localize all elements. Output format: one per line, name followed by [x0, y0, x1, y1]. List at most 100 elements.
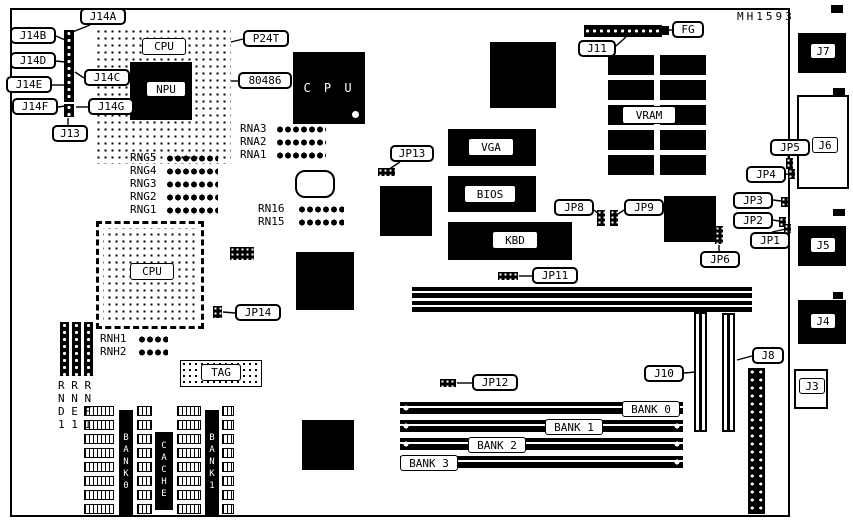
cache-chip — [222, 504, 234, 514]
jp4-callout: JP4 — [746, 166, 786, 183]
bios-label: BIOS — [464, 185, 516, 203]
rnf1-strip — [84, 322, 93, 376]
jp1-jumper — [784, 224, 791, 233]
j14c-callout: J14C — [84, 69, 130, 86]
rn15-text: RN15 — [258, 215, 285, 228]
jp3-jumper — [781, 197, 788, 207]
cache-chip — [137, 490, 152, 500]
cache-chip — [137, 476, 152, 486]
edge-tab-2 — [833, 88, 845, 95]
j11-callout: J11 — [578, 40, 616, 57]
cache-chip — [177, 504, 201, 514]
cache-chip — [222, 476, 234, 486]
kbd-label: KBD — [492, 231, 538, 249]
isa-slot-2 — [412, 301, 752, 312]
crystal — [295, 170, 335, 198]
cache-chip — [177, 490, 201, 500]
vram-chip — [608, 155, 654, 175]
rnd-row3-text: D E F — [58, 405, 92, 418]
qfp-right-chip — [664, 196, 716, 242]
cache-chip — [84, 504, 114, 514]
cache-chip — [222, 420, 234, 430]
j14e-callout: J14E — [6, 76, 52, 93]
cache-chip — [84, 476, 114, 486]
bank3-label: BANK 3 — [400, 455, 458, 471]
bank1-bar: BANK1 — [205, 410, 219, 516]
cpu-socket-label: CPU — [142, 38, 186, 55]
rnd-row4-text: 1 1 1 — [58, 418, 92, 431]
jp13-callout: JP13 — [390, 145, 434, 162]
jp11-callout: JP11 — [532, 267, 578, 284]
edge-tab-1 — [831, 5, 843, 13]
jp5-callout: JP5 — [770, 139, 810, 156]
rna3-network — [276, 125, 326, 134]
i80486-callout: 80486 — [238, 72, 292, 89]
slot-j8 — [722, 313, 735, 432]
cache-chip — [222, 462, 234, 472]
jp9-jumper — [610, 210, 618, 226]
rnh1-text: RNH1 — [100, 332, 127, 345]
rng5-network — [166, 154, 218, 163]
qfp-top-chip — [490, 42, 556, 108]
rna1-text: RNA1 — [240, 148, 267, 161]
small-part-1 — [230, 247, 254, 260]
j14b-callout: J14B — [10, 27, 56, 44]
j14-pin-strip — [64, 30, 74, 102]
jp14-jumper — [213, 306, 222, 318]
rng3-text: RNG3 — [130, 177, 157, 190]
rng4-text: RNG4 — [130, 164, 157, 177]
jp2-callout: JP2 — [733, 212, 773, 229]
rnh1-network — [138, 335, 168, 344]
jp5-jumper — [786, 158, 793, 169]
cpu-qfp-label: CPU — [130, 263, 174, 280]
fg-callout: FG — [672, 21, 704, 38]
j6-label: J6 — [812, 137, 838, 153]
j11-strip — [584, 25, 662, 37]
j5-label: J5 — [810, 237, 836, 253]
cache-chip — [137, 406, 152, 416]
cache-chip — [222, 490, 234, 500]
jp13-jumper — [378, 168, 395, 176]
jp11-jumper — [498, 272, 518, 280]
jp1-callout: JP1 — [750, 232, 790, 249]
cache-chip — [222, 448, 234, 458]
part-number-text: MH1593 — [737, 10, 795, 23]
j14f-callout: J14F — [12, 98, 58, 115]
cache-chip — [137, 462, 152, 472]
qfp-a-chip — [380, 186, 432, 236]
cache-chip — [177, 434, 201, 444]
j13-callout: J13 — [52, 125, 88, 142]
cache-chip — [137, 448, 152, 458]
vram-chip — [660, 155, 706, 175]
rnd-row1-text: R R R — [58, 379, 92, 392]
simm-slot-4 — [400, 456, 683, 468]
rng1-text: RNG1 — [130, 203, 157, 216]
vram-label: VRAM — [622, 106, 676, 124]
cache-chip — [84, 490, 114, 500]
cache-chip — [177, 448, 201, 458]
cache-chip — [137, 504, 152, 514]
cache-chip — [177, 420, 201, 430]
rne1-strip — [72, 322, 81, 376]
j4-label: J4 — [810, 313, 836, 329]
cache-chip — [137, 420, 152, 430]
bank2-label: BANK 2 — [468, 437, 526, 453]
cache-chip — [177, 406, 201, 416]
jp6-callout: JP6 — [700, 251, 740, 268]
fg-part — [660, 26, 669, 35]
cpu2-chip-pin1-dot — [352, 111, 359, 118]
rna2-text: RNA2 — [240, 135, 267, 148]
qfp-b-chip — [296, 252, 354, 310]
jp4-jumper — [788, 169, 795, 179]
cache-chip — [84, 462, 114, 472]
rn15-network — [298, 218, 344, 227]
slot-j10 — [694, 312, 707, 432]
rna1-network — [276, 151, 326, 160]
vram-chip — [660, 55, 706, 75]
vga-label: VGA — [468, 138, 514, 156]
vram-chip — [608, 130, 654, 150]
tag-label: TAG — [201, 364, 241, 381]
bank1-label: BANK 1 — [545, 419, 603, 435]
cpu2-chip-text: C P U — [303, 81, 355, 95]
jp8-jumper — [597, 210, 605, 226]
